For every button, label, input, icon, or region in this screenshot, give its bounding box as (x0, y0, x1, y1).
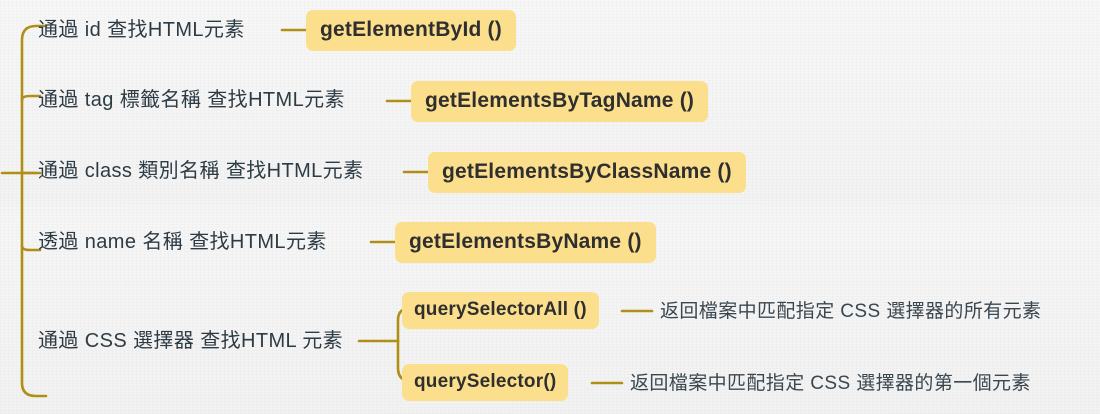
method-badge-query-selector[interactable]: querySelector() (402, 364, 569, 401)
description-query-selector-all: 返回檔案中匹配指定 CSS 選擇器的所有元素 (660, 301, 1042, 322)
brace-to-row5 (20, 171, 48, 398)
branch-topic-by-tag[interactable]: 通過 tag 標籤名稱 查找HTML元素 (38, 89, 345, 111)
method-badge-get-element-by-id[interactable]: getElementById () (306, 10, 516, 51)
method-badge-query-selector-all[interactable]: querySelectorAll () (402, 292, 599, 329)
method-badge-get-elements-by-tag-name[interactable]: getElementsByTagName () (411, 81, 709, 122)
branch-topic-by-css[interactable]: 通過 CSS 選擇器 查找HTML 元素 (38, 330, 344, 352)
branch-topic-by-class[interactable]: 通過 class 類別名稱 查找HTML元素 (38, 160, 364, 182)
branch-topic-by-name[interactable]: 透過 name 名稱 查找HTML元素 (38, 231, 327, 253)
description-query-selector: 返回檔案中匹配指定 CSS 選擇器的第一個元素 (630, 373, 1031, 394)
method-badge-get-elements-by-name[interactable]: getElementsByName () (395, 222, 656, 263)
branch-topic-by-id[interactable]: 通過 id 查找HTML元素 (38, 19, 245, 41)
method-badge-get-elements-by-class-name[interactable]: getElementsByClassName () (428, 152, 746, 193)
